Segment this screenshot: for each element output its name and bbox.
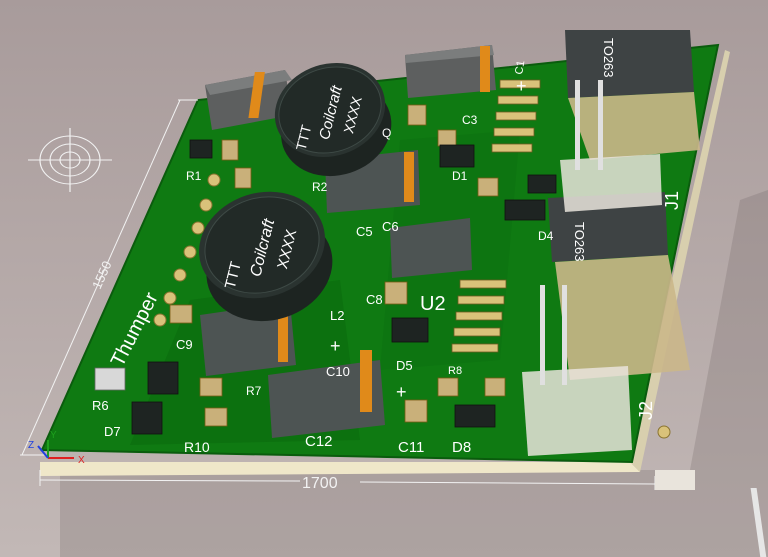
mounting-post <box>655 470 767 557</box>
dimension-height-label: 1550 <box>89 259 114 292</box>
connector-j2-label: J2 <box>636 401 656 420</box>
connector-j1-label: J1 <box>662 191 682 210</box>
regulator-to263-top: TO263 <box>565 30 700 160</box>
connector-j2: J2 <box>522 285 656 456</box>
axes-triad-icon: X Y Z <box>28 430 85 466</box>
axis-y-label: Y <box>50 430 57 441</box>
pad-array-bottom <box>451 279 507 353</box>
refdes-q: Q <box>382 126 391 140</box>
refdes-c5: C5 <box>356 224 373 239</box>
refdes-labels: C1 C3 C5 C6 C8 C9 C10 C11 C12 R1 R2 R6 R… <box>92 60 554 456</box>
pcb-board-outline <box>40 43 720 464</box>
refdes-d7: D7 <box>104 424 121 439</box>
smd-sot-diodes <box>94 139 557 435</box>
ic-u2-label: U2 <box>420 293 446 315</box>
polarity-plus: + <box>396 382 407 402</box>
refdes-c9: C9 <box>176 337 193 352</box>
refdes-c6: C6 <box>382 219 399 234</box>
dimension-height <box>20 99 198 456</box>
refdes-l2: L2 <box>330 308 344 323</box>
pad-array-top <box>491 79 541 153</box>
axis-z-label: Z <box>28 440 34 451</box>
inductor-l1-code: TTT <box>293 123 315 152</box>
refdes-d8: D8 <box>452 439 471 456</box>
refdes-c1: C1 <box>513 60 527 76</box>
inductor-l2: Coilcraft TTT XXXX <box>199 191 333 322</box>
edge-pad-row <box>153 173 671 439</box>
cap-large-c12 <box>268 350 385 438</box>
refdes-r1: R1 <box>186 169 202 183</box>
refdes-c8: C8 <box>366 292 383 307</box>
refdes-c11: C11 <box>398 439 424 456</box>
refdes-r6: R6 <box>92 398 109 413</box>
cap-large-topleft <box>205 70 292 130</box>
refdes-c12: C12 <box>305 433 333 450</box>
inductor-l2-code: TTT <box>222 260 245 291</box>
refdes-r2: R2 <box>312 180 328 194</box>
refdes-c10: C10 <box>326 364 350 379</box>
refdes-c3: C3 <box>462 113 478 127</box>
inductor-l1: Coilcraft TTT XXXX <box>274 62 392 177</box>
refdes-d1: D1 <box>452 169 468 183</box>
board-shadow <box>60 190 768 557</box>
origin-target-icon <box>28 127 112 193</box>
cap-large-topcenter <box>405 45 496 98</box>
cap-large-c6 <box>390 218 472 278</box>
board-substrate-edge <box>40 462 640 476</box>
cap-large-lower <box>200 302 296 376</box>
refdes-d4: D4 <box>538 229 554 243</box>
polarity-plus: + <box>516 76 527 96</box>
regulator-to263-bottom-label: TO263 <box>572 222 587 262</box>
refdes-r8: R8 <box>448 365 462 377</box>
polarity-plus: + <box>330 336 341 356</box>
regulator-to263-top-label: TO263 <box>601 38 616 78</box>
refdes-r7: R7 <box>246 384 262 398</box>
polarity-marks: + + + <box>330 76 527 402</box>
refdes-d5: D5 <box>396 358 413 373</box>
refdes-r10: R10 <box>184 439 210 455</box>
connector-j1: J1 <box>560 80 682 212</box>
dimension-width-label: 1700 <box>302 475 338 492</box>
axis-x-label: X <box>78 455 85 466</box>
